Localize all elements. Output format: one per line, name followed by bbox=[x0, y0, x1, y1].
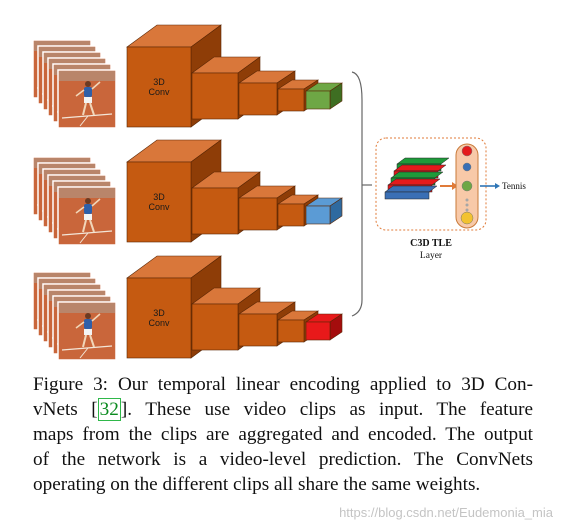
player-leg bbox=[82, 334, 87, 348]
player-shorts bbox=[84, 329, 92, 335]
output-node bbox=[462, 162, 472, 172]
prediction-label: Tennis bbox=[502, 181, 526, 191]
feature-block-4-front bbox=[277, 203, 305, 227]
feature-map-top bbox=[387, 178, 441, 186]
conv-label-conv: Conv bbox=[148, 318, 170, 328]
feature-block-3-front bbox=[238, 197, 278, 231]
feature-block-4 bbox=[276, 79, 320, 112]
figure-caption: Figure 3: Our temporal linear encoding a… bbox=[33, 372, 533, 497]
watermark: https://blog.csdn.net/Eudemonia_mia bbox=[339, 505, 553, 520]
court-line bbox=[61, 113, 113, 119]
caption-line-5: operating on the different clips all sha… bbox=[33, 474, 481, 495]
caption-line-2-end: ]. These use video clips as input. The f… bbox=[120, 399, 534, 420]
output-feature-block bbox=[305, 313, 343, 341]
feature-block-4-front bbox=[277, 88, 305, 112]
player-shorts bbox=[84, 214, 92, 220]
tennis-player-icon bbox=[75, 313, 101, 348]
conv-label-3d: 3D bbox=[153, 77, 165, 87]
conv-label-3d: 3D bbox=[153, 192, 165, 202]
player-shorts bbox=[84, 97, 92, 103]
player-head bbox=[85, 313, 91, 319]
court-line bbox=[61, 345, 113, 351]
output-feature-block bbox=[305, 197, 343, 225]
player-arm bbox=[91, 81, 101, 90]
player-leg bbox=[82, 102, 87, 116]
output-feature-block-front bbox=[305, 321, 331, 341]
tle-box bbox=[375, 137, 487, 231]
clip-stack-1 bbox=[32, 39, 117, 129]
conv-block-3d-front bbox=[126, 46, 192, 128]
tennis-player-icon bbox=[75, 81, 101, 116]
output-arrowhead bbox=[495, 183, 500, 189]
clip-stack-2 bbox=[32, 156, 117, 246]
caption-line-2: vNets [32]. These use video clips as inp… bbox=[33, 397, 533, 422]
feature-block-2-front bbox=[191, 72, 239, 120]
feature-map-top bbox=[384, 185, 438, 193]
player-shirt bbox=[84, 87, 92, 97]
ellipsis-dot bbox=[465, 208, 469, 212]
ellipsis-dot bbox=[465, 198, 469, 202]
player-leg bbox=[82, 219, 87, 233]
conv-label-conv: Conv bbox=[148, 202, 170, 212]
court-line bbox=[79, 347, 89, 359]
feature-block-3-front bbox=[238, 82, 278, 116]
output-feature-block-front bbox=[305, 90, 331, 110]
feature-block-2-front bbox=[191, 187, 239, 235]
output-feature-block-front bbox=[305, 205, 331, 225]
player-leg bbox=[89, 102, 95, 116]
output-node bbox=[461, 145, 473, 157]
court-line bbox=[79, 115, 89, 127]
tle-subtitle: Layer bbox=[420, 251, 443, 261]
encoded-feature-map bbox=[384, 185, 438, 200]
player-head bbox=[85, 198, 91, 204]
court-line bbox=[61, 230, 113, 236]
frame-backdrop bbox=[59, 188, 115, 198]
court-line bbox=[79, 232, 89, 244]
player-leg bbox=[89, 334, 95, 348]
player-arm bbox=[91, 198, 101, 207]
clip-stack-3 bbox=[32, 271, 117, 361]
frame-backdrop bbox=[59, 303, 115, 313]
tle-title: C3D TLE bbox=[410, 238, 452, 249]
conv-block-3d-front bbox=[126, 277, 192, 359]
conv-label-conv: Conv bbox=[148, 87, 170, 97]
player-arm bbox=[75, 206, 85, 214]
citation-link[interactable]: 32 bbox=[97, 398, 121, 421]
player-shirt bbox=[84, 319, 92, 329]
caption-line-2-start: vNets [ bbox=[33, 399, 98, 420]
feature-block-4-front bbox=[277, 319, 305, 343]
output-feature-block bbox=[305, 82, 343, 110]
merge-bracket bbox=[351, 71, 363, 317]
output-node bbox=[460, 211, 474, 225]
conv-label-3d: 3D bbox=[153, 308, 165, 318]
feature-block-2-front bbox=[191, 303, 239, 351]
player-leg bbox=[89, 219, 95, 233]
feature-map-top bbox=[393, 164, 447, 172]
frame-backdrop bbox=[59, 71, 115, 81]
tennis-player-icon bbox=[75, 198, 101, 233]
ellipsis-dot bbox=[465, 203, 469, 207]
feature-block-3-front bbox=[238, 313, 278, 347]
player-shirt bbox=[84, 204, 92, 214]
player-arm bbox=[75, 89, 85, 97]
player-arm bbox=[75, 321, 85, 329]
feature-map-top bbox=[396, 157, 450, 165]
player-arm bbox=[91, 313, 101, 322]
tle-inner-arrowhead bbox=[452, 182, 458, 190]
caption-line-4: of the network is a video-level predicti… bbox=[33, 449, 533, 470]
caption-line-3: maps from the clips are aggregated and e… bbox=[33, 424, 533, 445]
feature-map-top bbox=[390, 171, 444, 179]
output-node bbox=[461, 180, 473, 192]
caption-line-1: Figure 3: Our temporal linear encoding a… bbox=[33, 374, 533, 395]
conv-block-3d-front bbox=[126, 161, 192, 243]
feature-map-front bbox=[384, 191, 430, 200]
player-head bbox=[85, 81, 91, 87]
